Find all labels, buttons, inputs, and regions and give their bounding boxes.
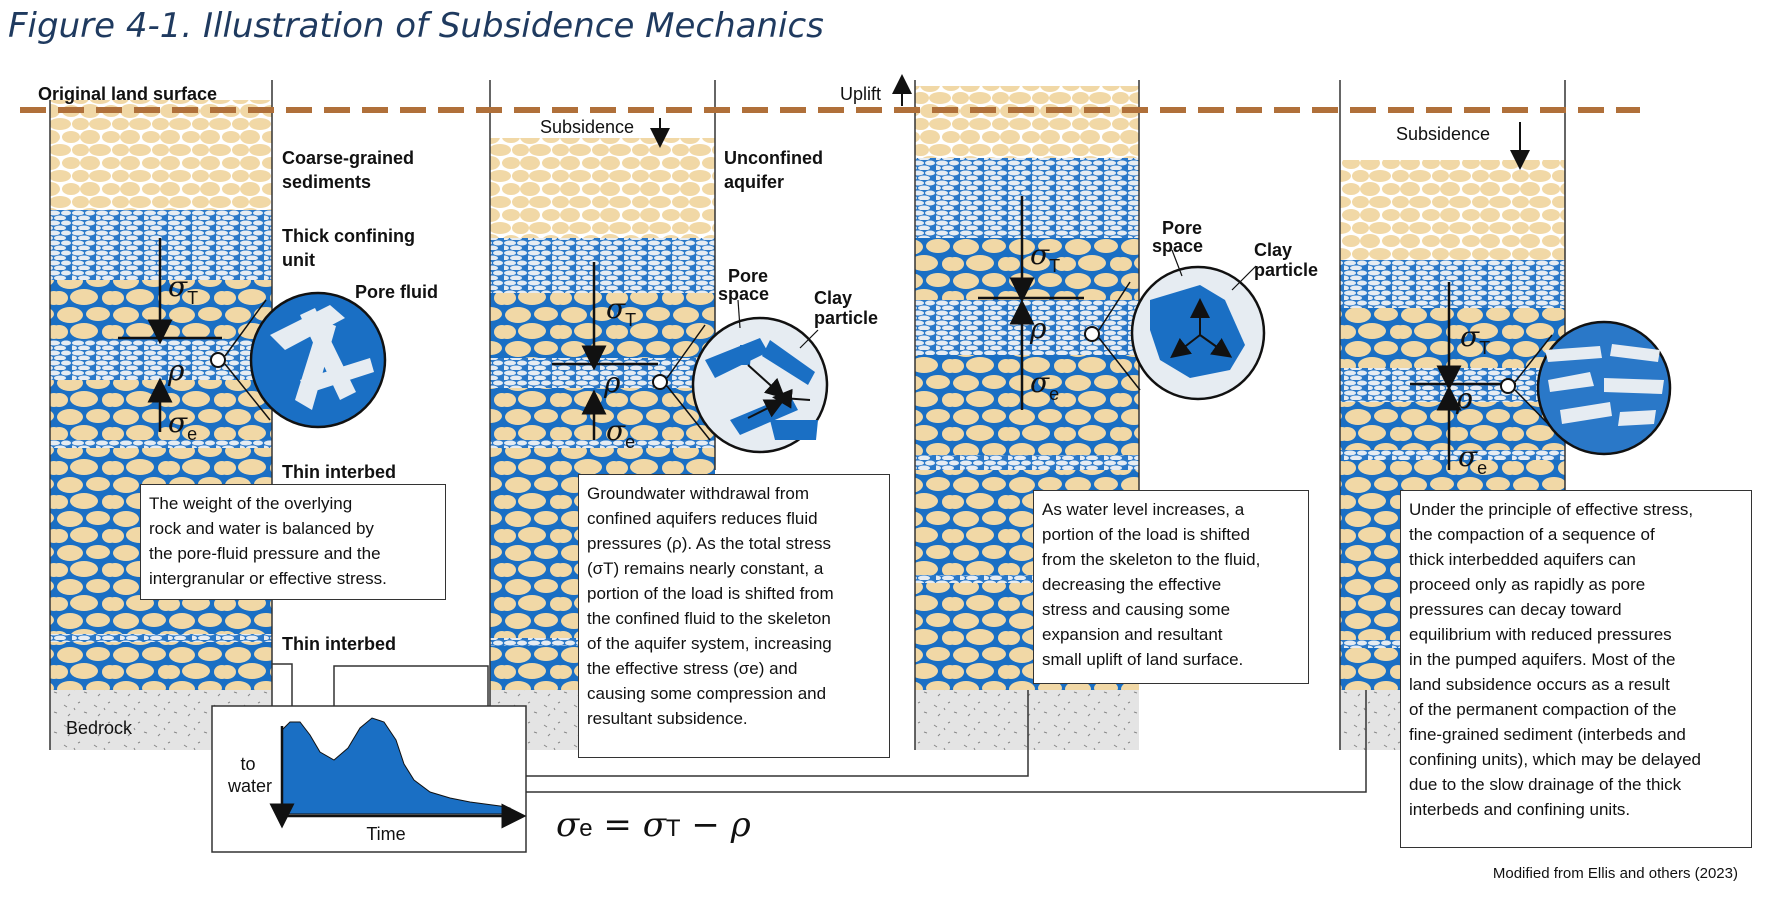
thin-interbed-label-1: Thin interbed xyxy=(282,462,396,482)
text-box-1: The weight of the overlying rock and wat… xyxy=(140,484,446,600)
sigma-t-label-1: σT xyxy=(168,270,198,308)
credit-text: Modified from Ellis and others (2023) xyxy=(1492,865,1738,882)
text-box-2: Groundwater withdrawal from confined aqu… xyxy=(578,474,890,758)
rho-label-1: ρ xyxy=(167,354,185,387)
sigma-e-label-3: σe xyxy=(1030,366,1059,404)
rho-label-2: ρ xyxy=(603,366,621,399)
sigma-t-label-2: σT xyxy=(606,292,636,330)
figure-title: Figure 4-1. Illustration of Subsidence M… xyxy=(8,6,824,46)
sigma-t-label-4: σT xyxy=(1460,320,1490,358)
uplift-label: Uplift xyxy=(840,84,881,104)
text-box-4: Under the principle of effective stress,… xyxy=(1400,490,1752,848)
sigma-e-label-4: σe xyxy=(1458,440,1487,478)
pore-fluid-label: Pore fluid xyxy=(355,282,438,302)
bedrock-label: Bedrock xyxy=(66,718,133,738)
rho-label-4: ρ xyxy=(1455,382,1473,415)
sigma-t-label-3: σT xyxy=(1030,238,1060,276)
thin-interbed-label-2: Thin interbed xyxy=(282,634,396,654)
inset-xlabel: Time xyxy=(366,824,405,844)
text-box-3: As water level increases, a portion of t… xyxy=(1033,490,1309,684)
original-land-surface-label: Original land surface xyxy=(38,84,217,104)
subsidence-label-2: Subsidence xyxy=(1396,124,1490,144)
sigma-e-label-2: σe xyxy=(606,414,635,452)
effective-stress-equation: σe = σT − ρ xyxy=(556,805,751,845)
sigma-e-label-1: σe xyxy=(168,406,197,444)
rho-label-3: ρ xyxy=(1029,312,1047,345)
subsidence-label-1: Subsidence xyxy=(540,117,634,137)
